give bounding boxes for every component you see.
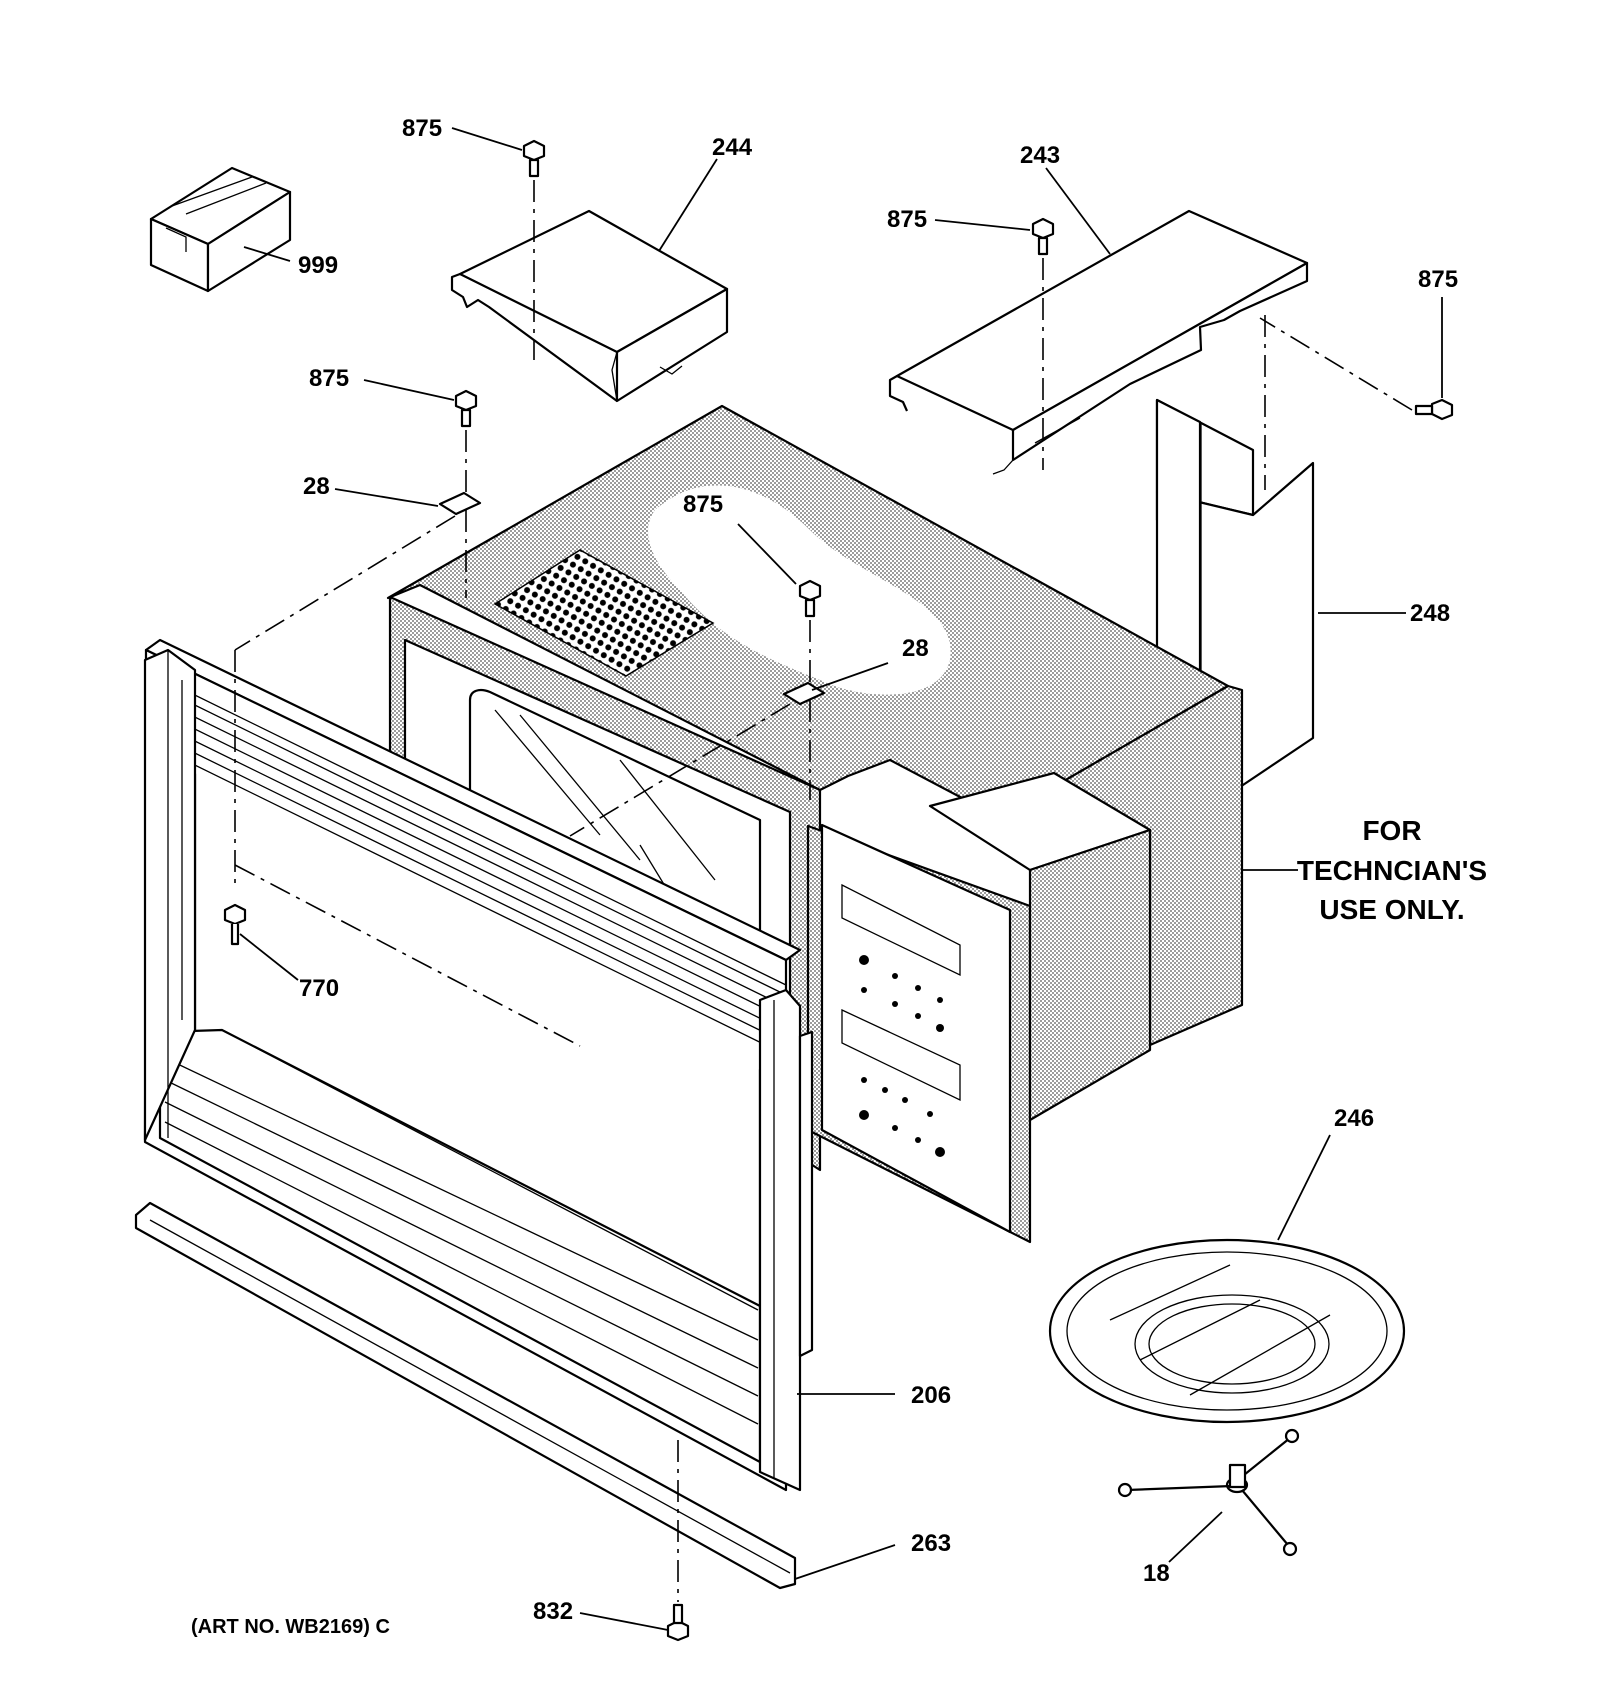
callout-246: 246: [1334, 1105, 1374, 1132]
callout-875: 875: [683, 491, 723, 518]
part-246-tray: [1048, 1134, 1406, 1424]
callout-875: 875: [309, 365, 349, 392]
screw-875-e: [737, 523, 822, 800]
callout-206: 206: [911, 1382, 951, 1409]
callout-875: 875: [402, 115, 442, 142]
art-number: (ART NO. WB2169) C: [191, 1616, 390, 1638]
callout-999: 999: [298, 252, 338, 279]
callout-18: 18: [1143, 1560, 1170, 1587]
callout-244: 244: [712, 134, 753, 161]
note-line-1: FOR: [1362, 815, 1421, 846]
bracket-28-a: [234, 488, 482, 890]
bracket-28-b: [569, 662, 889, 837]
callout-243: 243: [1020, 142, 1060, 169]
note-line-2: TECHNCIAN'S: [1297, 855, 1487, 886]
callout-770: 770: [299, 975, 339, 1002]
frame-louvres: [155, 675, 787, 1056]
part-999-box: [149, 166, 292, 293]
callout-28: 28: [902, 635, 929, 662]
screw-832: [579, 1440, 690, 1642]
control-panel-details: [841, 883, 961, 1157]
part-244-cover: [450, 158, 729, 403]
callout-832: 832: [533, 1598, 573, 1625]
note-line-3: USE ONLY.: [1319, 894, 1464, 925]
callout-875: 875: [887, 206, 927, 233]
screw-770: [223, 864, 581, 1047]
part-243-cover: [888, 167, 1309, 475]
screw-875-d: [363, 379, 478, 598]
callout-248: 248: [1410, 600, 1450, 627]
grille-slats: [164, 1029, 759, 1425]
part-18-roller-support: [1117, 1428, 1300, 1563]
part-206-frame: [143, 638, 895, 1492]
callout-263: 263: [911, 1530, 951, 1557]
callout-875: 875: [1418, 266, 1458, 293]
screw-875-c: [1259, 297, 1454, 490]
callout-28: 28: [303, 473, 330, 500]
part-263-trim: [134, 1201, 896, 1590]
screw-875-b: [934, 217, 1055, 470]
screw-875-a: [451, 127, 546, 360]
callout-labels: 875 244 243 875 875 999 875 28 875 28 24…: [298, 115, 1458, 1625]
technician-note: FOR TECHNCIAN'S USE ONLY.: [1297, 815, 1487, 925]
